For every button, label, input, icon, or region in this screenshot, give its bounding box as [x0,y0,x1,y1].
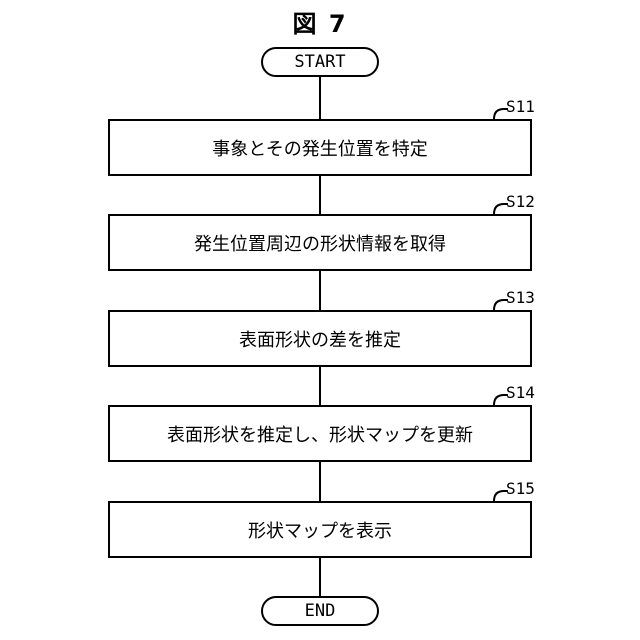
step-label-s11: 事象とその発生位置を特定 [212,135,427,161]
step-id-s14: S14 [506,383,535,402]
step-label-s14: 表面形状を推定し、形状マップを更新 [167,421,473,447]
start-label: START [294,52,345,72]
step-label-s15: 形状マップを表示 [248,517,392,543]
start-terminal: START [261,47,379,77]
process-step-s15: 形状マップを表示 [108,501,532,558]
process-step-s11: 事象とその発生位置を特定 [108,119,532,176]
step-label-s13: 表面形状の差を推定 [239,326,401,352]
process-step-s14: 表面形状を推定し、形状マップを更新 [108,405,532,462]
step-id-s11: S11 [506,97,535,116]
process-step-s12: 発生位置周辺の形状情報を取得 [108,214,532,271]
process-step-s13: 表面形状の差を推定 [108,310,532,367]
end-terminal: END [261,596,379,626]
step-id-s15: S15 [506,479,535,498]
end-label: END [305,601,336,621]
step-id-s13: S13 [506,288,535,307]
step-label-s12: 発生位置周辺の形状情報を取得 [194,230,446,256]
step-id-s12: S12 [506,192,535,211]
